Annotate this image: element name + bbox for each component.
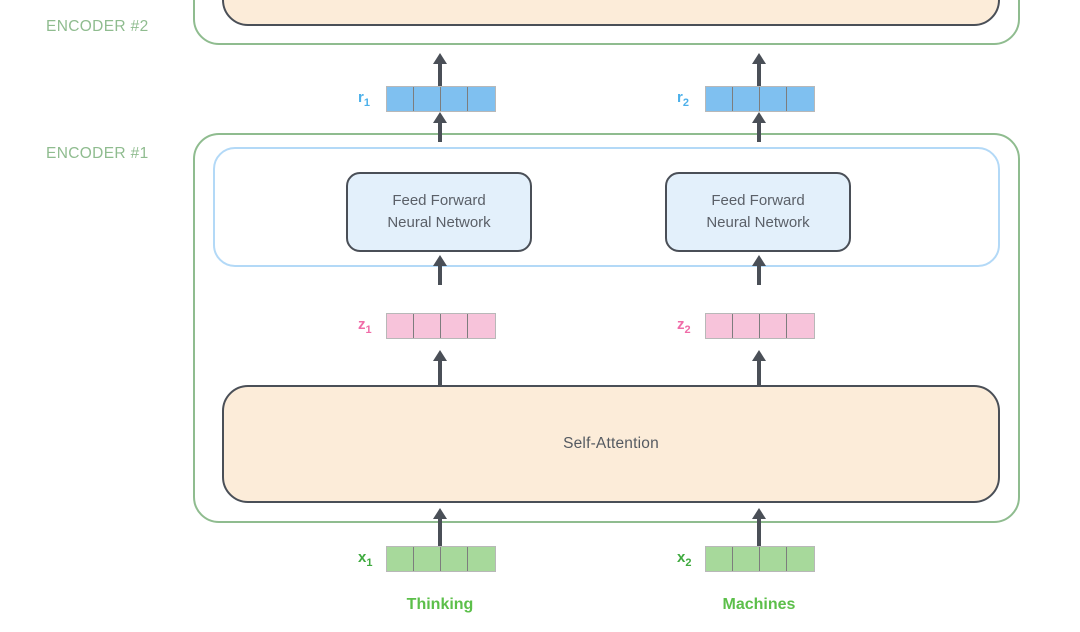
- arrow-shaft: [757, 120, 761, 142]
- feed-forward-neural-network-1: Feed Forward Neural Network: [346, 172, 532, 252]
- arrow-head-icon: [433, 508, 447, 519]
- feed-forward-neural-network-2: Feed Forward Neural Network: [665, 172, 851, 252]
- arrow-head-icon: [752, 112, 766, 123]
- vector-label-x2-subscript: 2: [685, 557, 692, 569]
- arrow-head-icon: [433, 53, 447, 64]
- vector-label-z1-letter: z: [358, 316, 366, 333]
- vector-z2: [705, 313, 815, 339]
- vector-cell: [787, 547, 814, 571]
- arrow-ffnn2-to-r2: [751, 112, 767, 142]
- vector-label-z1: z1: [358, 316, 372, 336]
- arrow-head-icon: [752, 508, 766, 519]
- vector-label-x2: x2: [677, 549, 691, 569]
- vector-cell: [414, 314, 441, 338]
- vector-cell: [733, 547, 760, 571]
- vector-label-r2: r2: [677, 89, 689, 109]
- arrow-ffnn1-to-r1: [432, 112, 448, 142]
- arrow-z1-to-ffnn1: [432, 255, 448, 285]
- vector-label-x1: x1: [358, 549, 372, 569]
- vector-x1: [386, 546, 496, 572]
- vector-cell: [760, 547, 787, 571]
- vector-cell: [733, 314, 760, 338]
- vector-label-r2-letter: r: [677, 89, 683, 106]
- arrow-self-attention-to-z2: [751, 350, 767, 386]
- arrow-x2-to-self-attention: [751, 508, 767, 546]
- vector-label-x1-letter: x: [358, 549, 367, 566]
- vector-r2: [705, 86, 815, 112]
- arrow-head-icon: [752, 255, 766, 266]
- vector-cell: [706, 547, 733, 571]
- arrow-x1-to-self-attention: [432, 508, 448, 546]
- vector-cell: [468, 547, 495, 571]
- vector-cell: [387, 314, 414, 338]
- arrow-head-icon: [752, 350, 766, 361]
- ffnn-2-line-2: Neural Network: [706, 214, 810, 231]
- vector-label-z2-subscript: 2: [684, 324, 691, 336]
- arrow-shaft: [757, 263, 761, 285]
- encoder-1-label: ENCODER #1: [46, 145, 149, 162]
- encoder-1-container: [193, 133, 1020, 523]
- vector-cell: [733, 87, 760, 111]
- input-word-machines: Machines: [722, 596, 796, 613]
- ffnn-2-line-1: Feed Forward: [711, 192, 805, 210]
- vector-label-r1-subscript: 1: [363, 97, 370, 109]
- vector-z1: [386, 313, 496, 339]
- vector-x2: [705, 546, 815, 572]
- vector-cell: [706, 314, 733, 338]
- vector-label-z2-letter: z: [677, 316, 685, 333]
- arrow-r2-to-encoder2: [751, 53, 767, 87]
- arrow-head-icon: [433, 350, 447, 361]
- vector-label-x1-subscript: 1: [366, 557, 373, 569]
- self-attention-block-encoder-1: Self-Attention: [222, 385, 1000, 503]
- ffnn-1-line-2: Neural Network: [387, 214, 491, 231]
- arrow-head-icon: [752, 53, 766, 64]
- vector-label-r1-letter: r: [358, 89, 364, 106]
- input-word-thinking: Thinking: [406, 596, 474, 613]
- vector-cell: [468, 87, 495, 111]
- arrow-shaft: [757, 61, 761, 87]
- self-attention-label-1: Self-Attention: [563, 435, 659, 452]
- vector-cell: [760, 314, 787, 338]
- arrow-shaft: [438, 516, 442, 546]
- arrow-shaft: [757, 516, 761, 546]
- arrow-shaft: [757, 358, 761, 386]
- arrow-shaft: [438, 263, 442, 285]
- vector-label-z1-subscript: 1: [365, 324, 372, 336]
- encoder-2-container: [193, 0, 1020, 45]
- ffnn-1-line-1: Feed Forward: [392, 192, 486, 210]
- vector-label-r2-subscript: 2: [682, 97, 689, 109]
- vector-cell: [787, 87, 814, 111]
- feed-forward-layer-band: [213, 147, 1000, 267]
- vector-cell: [706, 87, 733, 111]
- arrow-shaft: [438, 61, 442, 87]
- vector-cell: [387, 547, 414, 571]
- vector-label-x2-letter: x: [677, 549, 686, 566]
- vector-cell: [787, 314, 814, 338]
- arrow-r1-to-encoder2: [432, 53, 448, 87]
- arrow-self-attention-to-z1: [432, 350, 448, 386]
- self-attention-block-encoder-2: Self-Attention: [222, 0, 1000, 26]
- vector-r1: [386, 86, 496, 112]
- arrow-head-icon: [433, 112, 447, 123]
- arrow-shaft: [438, 358, 442, 386]
- arrow-shaft: [438, 120, 442, 142]
- vector-cell: [468, 314, 495, 338]
- arrow-z2-to-ffnn2: [751, 255, 767, 285]
- vector-cell: [441, 87, 468, 111]
- encoder-2-label: ENCODER #2: [46, 18, 149, 35]
- vector-cell: [414, 87, 441, 111]
- vector-cell: [760, 87, 787, 111]
- vector-label-z2: z2: [677, 316, 691, 336]
- vector-cell: [387, 87, 414, 111]
- arrow-head-icon: [433, 255, 447, 266]
- vector-label-r1: r1: [358, 89, 370, 109]
- vector-cell: [414, 547, 441, 571]
- vector-cell: [441, 547, 468, 571]
- vector-cell: [441, 314, 468, 338]
